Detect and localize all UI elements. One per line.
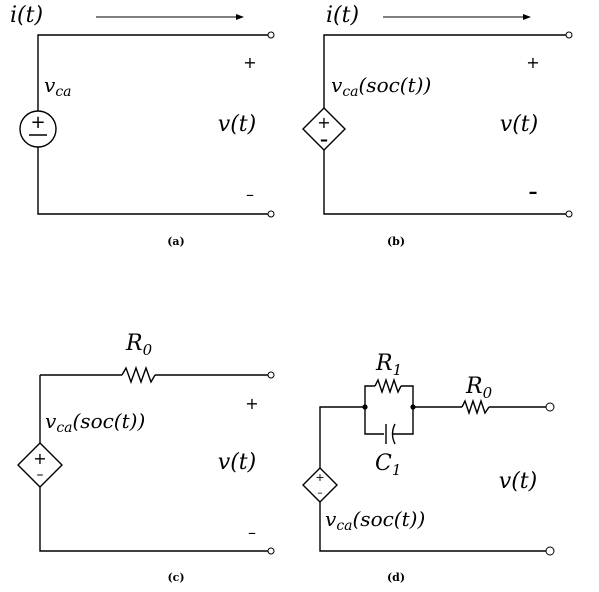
panel-b: i(t) + – vca(soc(t)) + v(t) – (b) bbox=[302, 3, 573, 248]
plus-sign: + bbox=[243, 53, 256, 72]
terminal-bottom bbox=[565, 210, 573, 218]
source-minus: – bbox=[37, 467, 44, 483]
terminal-bottom bbox=[267, 547, 275, 555]
panel-d: R1 C1 R0 + – vca(soc(t)) v(t) (d) bbox=[302, 351, 555, 584]
top-wire bbox=[323, 34, 566, 108]
resistor-r1 bbox=[374, 377, 402, 395]
panel-a: i(t) + vca + v(t) – (a) bbox=[10, 3, 275, 248]
output-voltage-label: v(t) bbox=[500, 112, 538, 137]
left-wire-top bbox=[319, 406, 365, 468]
resistor-label: R0 bbox=[125, 331, 153, 359]
minus-sign: – bbox=[246, 185, 254, 204]
minus-sign: – bbox=[529, 182, 538, 203]
terminal-bottom bbox=[545, 546, 555, 556]
caption-d: (d) bbox=[387, 571, 405, 584]
terminal-top bbox=[545, 402, 555, 412]
dependent-voltage-source: + – bbox=[302, 107, 346, 151]
source-plus: + bbox=[33, 449, 46, 468]
plus-sign: + bbox=[245, 394, 258, 413]
capacitor-c1 bbox=[385, 423, 396, 445]
resistor-r0 bbox=[121, 365, 156, 385]
terminal-bottom bbox=[267, 210, 275, 218]
caption-b: (b) bbox=[387, 235, 405, 248]
resistor-r0 bbox=[461, 398, 490, 416]
output-voltage-label: v(t) bbox=[218, 450, 256, 475]
top-wire bbox=[37, 34, 268, 111]
plus-sign: + bbox=[526, 53, 539, 72]
source-plus: + bbox=[30, 112, 45, 133]
source-plus: + bbox=[317, 113, 330, 132]
terminal-top bbox=[267, 371, 275, 379]
voltage-source: + bbox=[19, 110, 57, 148]
r1-label: R1 bbox=[375, 351, 402, 379]
output-voltage-label: v(t) bbox=[218, 112, 256, 137]
source-minus: – bbox=[317, 486, 323, 499]
output-voltage-label: v(t) bbox=[499, 469, 537, 494]
panel-c: R0 + – vca(soc(t)) + v(t) – (c) bbox=[17, 331, 275, 584]
source-label: vca(soc(t)) bbox=[45, 409, 145, 436]
dependent-voltage-source: + – bbox=[17, 442, 63, 488]
bottom-wire bbox=[37, 147, 268, 215]
source-plus: + bbox=[315, 471, 324, 484]
current-label: i(t) bbox=[10, 3, 43, 28]
r0-label: R0 bbox=[465, 374, 493, 402]
c1-label: C1 bbox=[375, 451, 401, 479]
minus-sign: – bbox=[248, 523, 256, 542]
terminal-top bbox=[565, 31, 573, 39]
caption-c: (c) bbox=[167, 571, 184, 584]
source-label: vca bbox=[44, 73, 72, 100]
source-label: vca(soc(t)) bbox=[331, 73, 431, 100]
caption-a: (a) bbox=[167, 235, 185, 248]
dependent-voltage-source: + – bbox=[302, 467, 338, 503]
bottom-wire bbox=[39, 487, 268, 552]
terminal-top bbox=[267, 31, 275, 39]
bottom-wire bbox=[323, 150, 566, 215]
source-label: vca(soc(t)) bbox=[325, 507, 425, 534]
current-label: i(t) bbox=[326, 3, 359, 28]
source-minus: – bbox=[320, 130, 328, 149]
bottom-wire bbox=[319, 502, 548, 552]
